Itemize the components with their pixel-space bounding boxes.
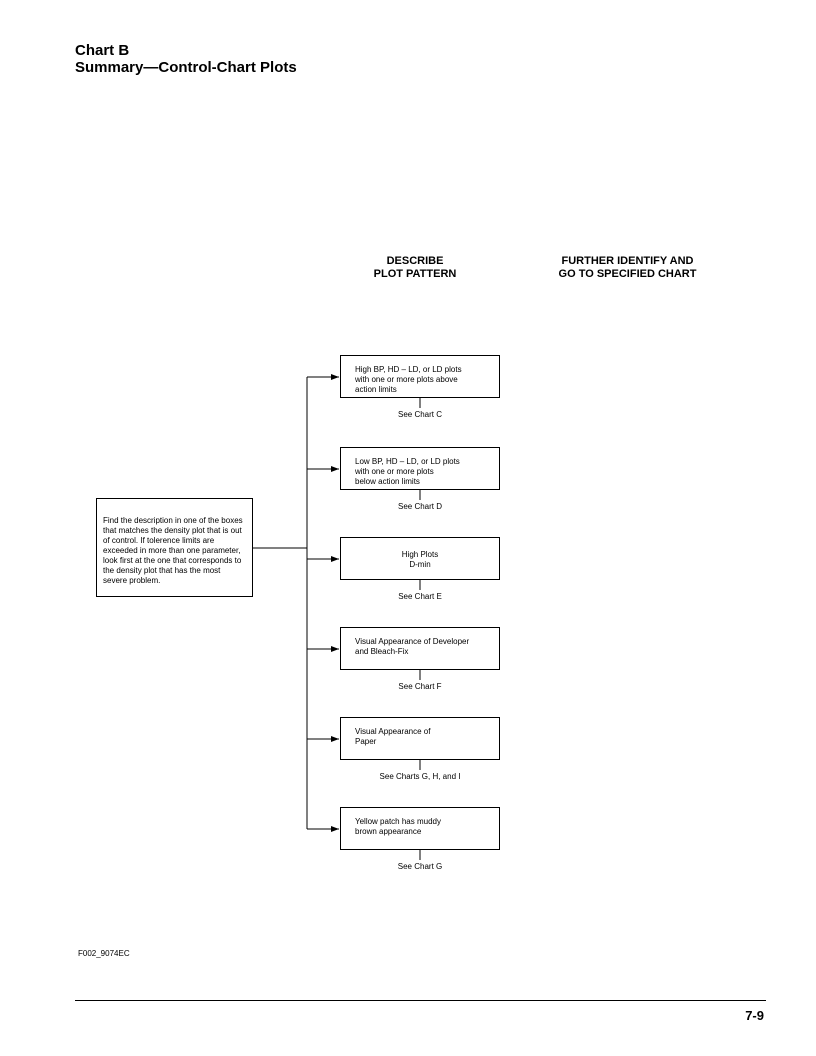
- page-number: 7-9: [745, 1008, 764, 1023]
- see-chart-label: See Chart E: [398, 592, 442, 601]
- footer-rule: [75, 1000, 766, 1001]
- column-heading-describe: DESCRIBE PLOT PATTERN: [373, 255, 457, 280]
- figure-code: F002_9074EC: [78, 949, 130, 958]
- pattern-box: High BP, HD – LD, or LD plots with one o…: [340, 355, 500, 398]
- chart-subtitle: Summary—Control-Chart Plots: [75, 59, 297, 76]
- pattern-box: Visual Appearance of Paper: [340, 717, 500, 760]
- see-chart-label: See Chart F: [398, 682, 442, 691]
- see-chart-label: See Chart G: [397, 862, 443, 871]
- see-chart-label: See Chart C: [397, 410, 443, 419]
- pattern-box: Yellow patch has muddy brown appearance: [340, 807, 500, 850]
- column-heading-identify: FURTHER IDENTIFY AND GO TO SPECIFIED CHA…: [558, 255, 697, 280]
- pattern-box: High Plots D-min: [340, 537, 500, 580]
- pattern-box: Visual Appearance of Developer and Bleac…: [340, 627, 500, 670]
- root-instruction-box: Find the description in one of the boxes…: [96, 498, 253, 597]
- see-chart-label: See Charts G, H, and I: [379, 772, 461, 781]
- see-chart-label: See Chart D: [397, 502, 443, 511]
- chart-title: Chart B: [75, 42, 130, 59]
- pattern-box: Low BP, HD – LD, or LD plots with one or…: [340, 447, 500, 490]
